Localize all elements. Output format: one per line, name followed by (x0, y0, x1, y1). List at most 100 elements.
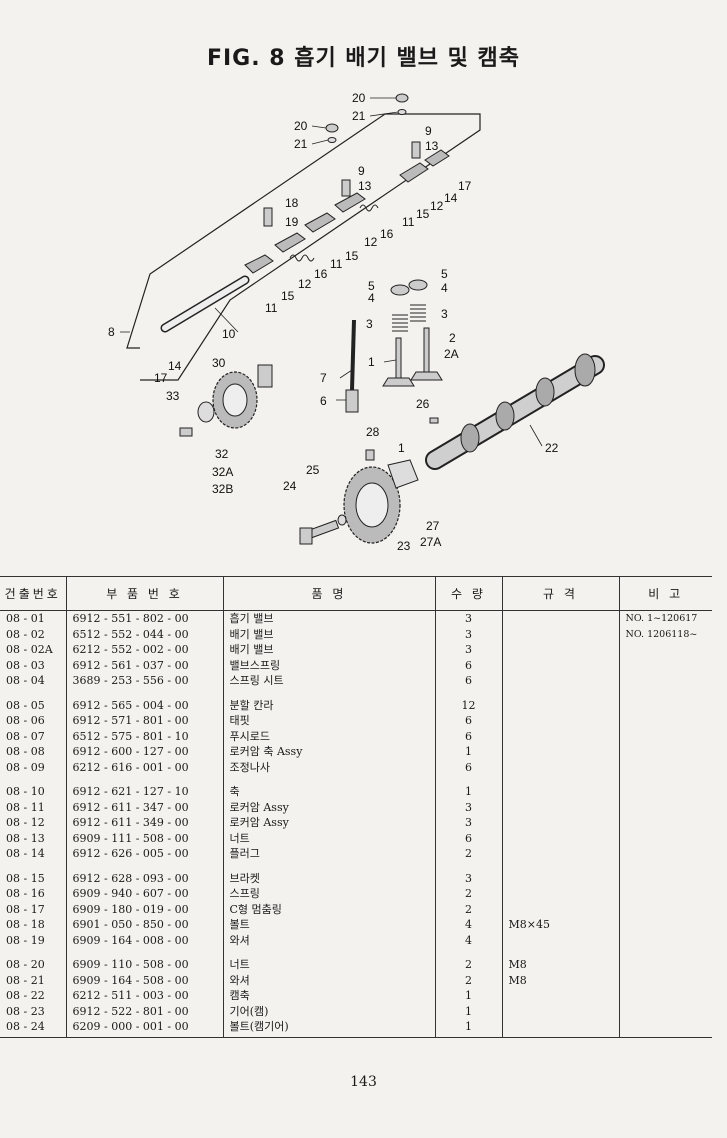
cell-no: 08 - 22 (6, 989, 45, 1002)
table-header-row: 건출번호 부 품 번 호 품 명 수 량 규 격 비 고 (0, 576, 712, 611)
cell-spec (501, 759, 619, 775)
cell-name: 와셔 (222, 932, 435, 948)
cell-name: 스프링 시트 (222, 673, 435, 689)
cell-name: 캠축 (222, 988, 435, 1004)
column-header: 규 격 (501, 576, 619, 611)
callout-label: 1 (398, 441, 405, 455)
cell-no: 08 - 02 (6, 627, 45, 641)
cell-note (618, 988, 712, 1004)
cell-part: 6912 - 571 - 801 - 00 (65, 713, 223, 729)
cell-spec (501, 846, 619, 862)
cell-qty: 1 (434, 784, 502, 800)
callout-label: 25 (306, 463, 320, 477)
callout-label: 27A (420, 535, 441, 549)
exploded-parts-diagram: 20 21 20 21 9 13 17 14 12 15 11 9 13 16 … (108, 91, 605, 553)
cell-part: 6909 - 111 - 508 - 00 (65, 830, 223, 846)
callout-label: 21 (352, 109, 366, 123)
cell-spec: M8 (501, 972, 619, 988)
callout-label: 12 (430, 199, 444, 213)
cell-spec (501, 815, 619, 831)
cell-note (618, 870, 712, 886)
cell-note (618, 657, 712, 673)
cell-name: 조정나사 (222, 759, 435, 775)
cell-no: 08 - 02A (6, 643, 53, 656)
cell-spec (501, 1019, 619, 1037)
gap-cell (0, 775, 66, 784)
cell-qty: 2 (434, 886, 502, 902)
cell-spec (501, 728, 619, 744)
cell-spec (501, 830, 619, 846)
cell-spec (501, 784, 619, 800)
cell-note (618, 886, 712, 902)
page-title: FIG. 8 흡기 배기 밸브 및 캠축 (206, 46, 521, 71)
cell-name: 흡기 밸브 (222, 610, 435, 627)
cell-qty: 6 (434, 657, 502, 673)
cell-note (618, 846, 712, 862)
cell-no: 08 - 15 (6, 871, 45, 885)
cell-part: 6909 - 940 - 607 - 00 (65, 886, 223, 902)
callout-label: 24 (283, 479, 297, 493)
cell-name: 플러그 (222, 846, 435, 862)
gap-cell (222, 775, 435, 784)
cell-note (618, 901, 712, 917)
callout-label: 1 (368, 355, 375, 369)
cell-no: 08 - 13 (6, 831, 45, 845)
cell-name: 너트 (222, 957, 435, 973)
gap-cell (65, 688, 223, 698)
cell-part: 6912 - 561 - 037 - 00 (65, 657, 223, 673)
callout-label: 20 (352, 91, 366, 105)
cell-name: 로커암 Assy (222, 815, 435, 831)
callout-label: 32A (212, 465, 233, 479)
cell-note (618, 917, 712, 933)
cell-part: 6209 - 000 - 001 - 00 (65, 1019, 223, 1037)
callout-label: 7 (320, 371, 327, 385)
table-gap-row (0, 775, 712, 784)
cell-no: 08 - 21 (6, 973, 45, 987)
gap-cell (501, 688, 619, 698)
cell-qty: 3 (434, 610, 502, 627)
cell-note (618, 972, 712, 988)
column-header: 비 고 (618, 576, 712, 611)
callout-label: 16 (314, 267, 328, 281)
cell-no: 08 - 19 (6, 933, 45, 947)
cell-qty: 2 (434, 972, 502, 988)
callout-label: 26 (416, 397, 430, 411)
cell-no: 08 - 06 (6, 714, 45, 727)
cell-part: 6512 - 552 - 044 - 00 (65, 626, 223, 642)
cell-name: 와셔 (222, 972, 435, 988)
cell-note (618, 697, 712, 713)
cell-name: 분할 칸라 (222, 697, 435, 713)
cell-name: 스프링 (222, 886, 435, 902)
cell-note: NO. 1206118~ (618, 626, 712, 642)
callout-label: 9 (358, 164, 365, 178)
cell-spec (501, 988, 619, 1004)
callout-label: 18 (285, 196, 299, 210)
callout-label: 28 (366, 425, 380, 439)
gap-cell (434, 688, 502, 698)
gap-cell (434, 948, 502, 957)
callout-label: 14 (444, 191, 458, 205)
cell-qty: 1 (434, 1019, 502, 1037)
cell-note (618, 728, 712, 744)
cell-name: 볼트 (222, 917, 435, 933)
gap-cell (65, 861, 223, 871)
gap-cell (65, 775, 223, 784)
table-gap-row (0, 861, 712, 871)
gap-cell (501, 948, 619, 957)
gap-cell (0, 689, 66, 698)
cell-spec (501, 870, 619, 886)
cell-name: 축 (222, 784, 435, 800)
column-header: 품 명 (222, 576, 435, 611)
cell-spec (501, 697, 619, 713)
cell-spec (501, 901, 619, 917)
cell-no: 08 - 24 (6, 1020, 45, 1033)
cell-name: 너트 (222, 830, 435, 846)
cell-note (618, 759, 712, 775)
cell-part: 6909 - 180 - 019 - 00 (65, 901, 223, 917)
cell-part: 6912 - 551 - 802 - 00 (65, 610, 223, 627)
